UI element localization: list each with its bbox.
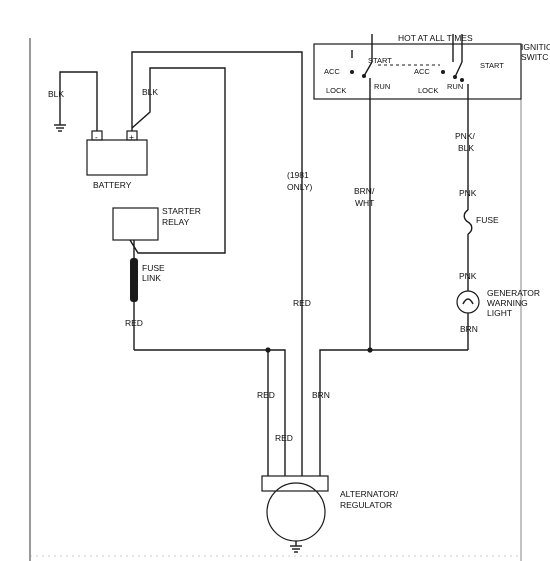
pnk-label-1: PNK	[459, 188, 477, 198]
fuse-link-label-1: FUSE	[142, 263, 165, 273]
switch-contact-group-1	[350, 50, 373, 78]
pnk-blk-label-2: BLK	[458, 143, 474, 153]
battery-positive-wire	[131, 51, 303, 476]
starter-relay-label-1: STARTER	[162, 206, 201, 216]
alternator-regulator-label-2: REGULATOR	[340, 500, 392, 510]
alternator-connector	[261, 475, 329, 492]
battery-neg-terminal: -	[95, 132, 98, 142]
run-label-1: RUN	[374, 82, 390, 91]
lock-label-1: LOCK	[326, 86, 346, 95]
pnk-label-2: PNK	[459, 271, 477, 281]
battery-pos-terminal: +	[129, 132, 134, 142]
generator-warning-light-label-2: WARNING	[487, 298, 528, 308]
fuse-icon	[463, 209, 473, 235]
brn-junction-dot	[367, 347, 373, 353]
brn-wht-label-1: BRN/	[354, 186, 375, 196]
hot-at-all-times-label: HOT AT ALL TIMES	[398, 33, 473, 43]
fuse-link-label-2: LINK	[142, 273, 161, 283]
generator-warning-light-label-3: LIGHT	[487, 308, 512, 318]
warning-light-icon	[456, 290, 480, 314]
red-drop-wire-2	[268, 349, 286, 476]
brn-label-1: BRN	[460, 324, 478, 334]
ignition-switch-label-2: SWITC	[521, 52, 548, 62]
starter-relay	[112, 207, 159, 241]
pnk-blk-label-1: PNK/	[455, 131, 475, 141]
only-1981-label-1: (1981	[287, 170, 309, 180]
starter-relay-label-2: RELAY	[162, 217, 190, 227]
acc-label-2: ACC	[414, 67, 430, 76]
alternator-regulator	[266, 482, 326, 542]
ground-symbol-icon	[54, 124, 66, 132]
battery-ground-wire	[59, 71, 98, 131]
switch-contact-group-2	[441, 61, 464, 82]
only-1981-label-2: ONLY)	[287, 182, 313, 192]
battery-to-relay-wire	[129, 67, 226, 254]
start-label-2: START	[480, 61, 504, 70]
blk-positive-wire-label: BLK	[142, 87, 158, 97]
brn-bus-wire	[319, 349, 468, 476]
fuse-label: FUSE	[476, 215, 499, 225]
brn-label-2: BRN	[312, 390, 330, 400]
brn-wht-label-2: WHT	[355, 198, 374, 208]
ignition-switch-label-1: IGNITIO	[521, 42, 550, 52]
red-lower-label-1: RED	[257, 390, 275, 400]
red-fuse-link-label: RED	[125, 318, 143, 328]
battery-label: BATTERY	[93, 180, 132, 190]
run-label-2: RUN	[447, 82, 463, 91]
ignition-switch	[313, 43, 522, 100]
fuse-link	[130, 258, 138, 302]
red-lower-label-2: RED	[275, 433, 293, 443]
generator-warning-light-label-1: GENERATOR	[487, 288, 540, 298]
alternator-regulator-label-1: ALTERNATOR/	[340, 489, 399, 499]
blk-ground-wire-label: BLK	[48, 89, 64, 99]
start-label-1: START	[368, 56, 392, 65]
lock-label-2: LOCK	[418, 86, 438, 95]
alternator-ground-icon	[290, 545, 302, 553]
acc-label-1: ACC	[324, 67, 340, 76]
red-mid-wire-label: RED	[293, 298, 311, 308]
